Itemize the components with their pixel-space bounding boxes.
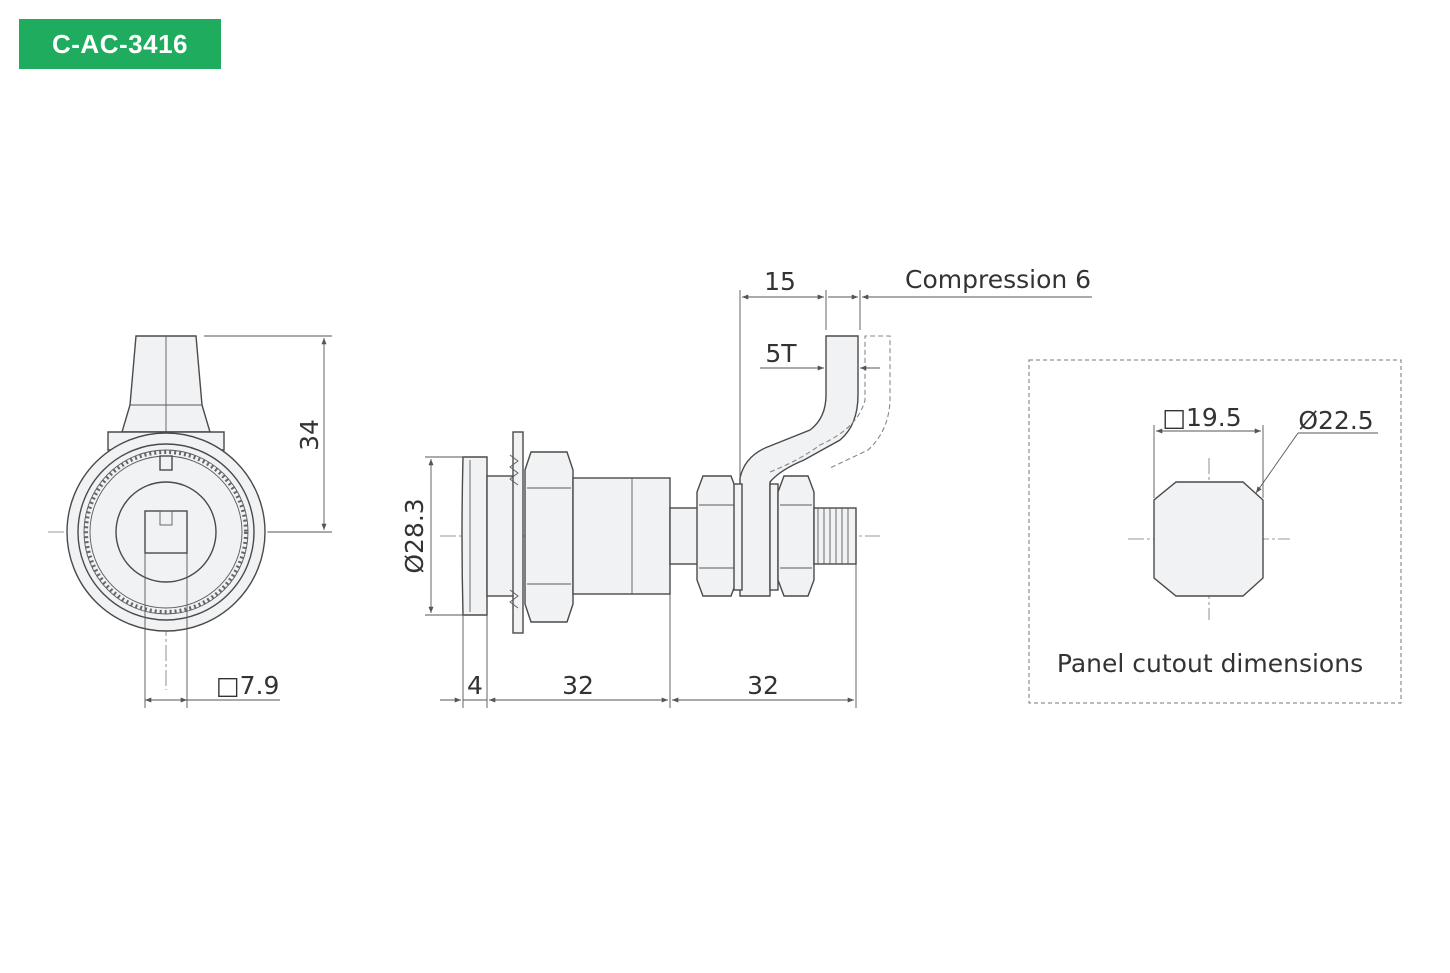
- product-code-badge: C-AC-3416: [19, 19, 221, 69]
- compression-label: Compression 6: [905, 265, 1091, 294]
- cam-offset-dim: 15: [764, 267, 796, 296]
- cutout-caption: Panel cutout dimensions: [1057, 649, 1363, 678]
- front-view: 34 □7.9: [48, 335, 332, 708]
- panel-cutout: □19.5 Ø22.5 Panel cutout dimensions: [1028, 359, 1402, 704]
- cutout-diameter-dim: Ø22.5: [1298, 406, 1373, 435]
- cutout-square-dim: □19.5: [1162, 403, 1241, 432]
- front-height-dim: 34: [295, 419, 324, 451]
- flange-thickness-dim: 4: [467, 671, 483, 700]
- side-diameter-dim: Ø28.3: [400, 498, 429, 573]
- side-view: Ø28.3 4 32 32 15 Compression 6 5T: [400, 265, 1092, 708]
- front-square-dim: □7.9: [216, 671, 279, 700]
- cam-thickness-dim: 5T: [765, 339, 797, 368]
- body-length-dim: 32: [562, 671, 594, 700]
- shaft-length-dim: 32: [747, 671, 779, 700]
- cutout-frame: [1028, 359, 1402, 704]
